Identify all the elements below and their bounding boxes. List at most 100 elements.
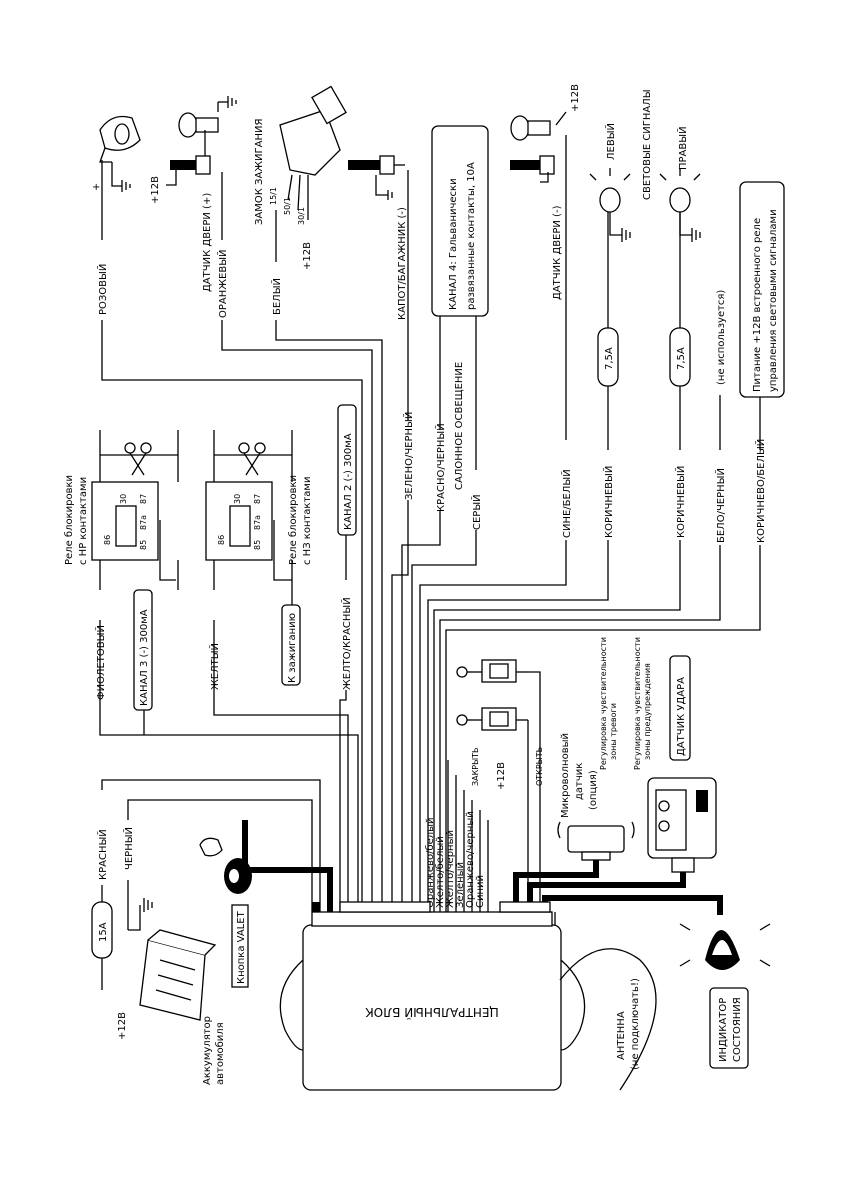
- wire-red-black-label: КРАСНО/ЧЕРНЫЙ: [434, 423, 447, 512]
- wire-white-label: БЕЛЫЙ: [270, 278, 283, 315]
- siren-plus: +: [92, 182, 100, 193]
- hood-trunk-label: КАПОТ/БАГАЖНИК (-): [397, 207, 408, 320]
- wire-yellow-label: ЖЕЛТЫЙ: [208, 643, 221, 690]
- hood-trunk-sensor-icon: [348, 155, 405, 200]
- lock-actuator-icon: [456, 707, 528, 731]
- valet-label: Кнопка VALET: [236, 910, 247, 984]
- wire-brown1-label: КОРИЧНЕВЫЙ: [602, 466, 615, 538]
- channel4-label-1: КАНАЛ 4: Гальванически: [448, 178, 459, 310]
- channel3-box: КАНАЛ 3 (-) 300мА: [133, 589, 153, 711]
- wire-white-black-label: БЕЛО/ЧЕРНЫЙ: [714, 468, 727, 543]
- scissors-icon: [124, 442, 152, 476]
- plus12-d: +12В: [496, 762, 507, 790]
- wire-violet-label: ФИОЛЕТОВЫЙ: [94, 625, 107, 700]
- sens-alarm-label-2: зоны тревоги: [609, 703, 618, 760]
- battery-plus: +12В: [117, 1012, 128, 1040]
- ign-50-label: 50/1: [283, 197, 292, 215]
- relay-no-label-2: с НР контактами: [78, 477, 89, 565]
- microwave-label-2: датчик: [574, 763, 585, 800]
- wire-gray-label: СЕРЫЙ: [470, 494, 483, 530]
- indicator-label-1: ИНДИКАТОР: [718, 998, 729, 1062]
- central-unit-label: ЦЕНТРАЛЬНЫЙ БЛОК: [365, 1005, 499, 1020]
- power-relay-label-2: управления световыми сигналами: [768, 209, 779, 392]
- relay-nc-label-2: с НЗ контактами: [302, 477, 313, 565]
- relay-nc-pin87: 87: [253, 494, 262, 504]
- shock-sensor: [647, 777, 717, 873]
- plus12-c: +12В: [570, 84, 581, 112]
- relay-no-pin86: 86: [103, 535, 112, 545]
- lock-wire-5: Синий: [475, 875, 486, 908]
- connector-block: [312, 901, 551, 913]
- door-sensor-plus-icon: [166, 130, 211, 186]
- power-relay-label-1: Питание +12В встроенного реле: [752, 218, 763, 392]
- salon-light-label: САЛОННОЕ ОСВЕЩЕНИЕ: [454, 362, 465, 490]
- shock-sensor-label-box: ДАТЧИК УДАРА: [669, 655, 691, 761]
- relay-no-pin87a: 87a: [139, 515, 148, 530]
- wire-blue-white-label: СИНЕ/БЕЛЫЙ: [560, 469, 573, 538]
- fuse-75a-2: 7,5А: [669, 327, 691, 387]
- scissors-icon: [238, 442, 266, 476]
- channel2-box: КАНАЛ 2 (-) 300мА: [337, 404, 357, 536]
- ignition-lock-label: ЗАМОК ЗАЖИГАНИЯ: [254, 119, 265, 225]
- door-sensor-minus-label: ДАТЧИК ДВЕРИ (-): [552, 205, 563, 300]
- light-signals-label: СВЕТОВЫЕ СИГНАЛЫ: [642, 89, 653, 200]
- siren-icon: +: [92, 115, 141, 193]
- relay-no-pin30: 30: [119, 494, 128, 504]
- left-light-icon: [589, 168, 631, 242]
- ign-15-label: 15/1: [269, 187, 278, 205]
- central-unit: ЦЕНТРАЛЬНЫЙ БЛОК: [279, 911, 586, 1091]
- channel4-label-2: развязанные контакты, 10А: [466, 162, 477, 310]
- wire-pink-label: РОЗОВЫЙ: [96, 264, 109, 315]
- relay-nc-pin86: 86: [217, 535, 226, 545]
- lock-wire-4: Оранжево/черный: [465, 811, 476, 908]
- fuse-75a-1: 7,5А: [597, 327, 619, 387]
- door-sensor-minus-icon: [510, 155, 555, 183]
- channel3-label: КАНАЛ 3 (-) 300мА: [139, 609, 150, 706]
- lock-wire-labels: Оранжево/белый Желто/белый Желто/черный …: [425, 811, 486, 908]
- left-label: ЛЕВЫЙ: [604, 123, 617, 160]
- indicator-label-box: ИНДИКАТОР СОСТОЯНИЯ: [709, 987, 749, 1069]
- channel2-label: КАНАЛ 2 (-) 300мА: [343, 433, 354, 530]
- relay-no-pin87: 87: [139, 494, 148, 504]
- lock-wire-2: Желто/черный: [445, 830, 456, 908]
- ignition-lock-icon: [279, 85, 347, 220]
- wire-orange-label: ОРАНЖЕВЫЙ: [216, 249, 229, 318]
- wire-brown2-label: КОРИЧНЕВЫЙ: [674, 466, 687, 538]
- door-sensor-plus-label: ДАТЧИК ДВЕРИ (+): [202, 193, 213, 292]
- sens-alarm-label-1: Регулировка чувствительности: [599, 637, 608, 770]
- to-ignition-label: К зажиганию: [287, 613, 298, 683]
- microwave-sensor: [557, 821, 635, 861]
- power-relay-box: Питание +12В встроенного реле управления…: [739, 181, 785, 398]
- ign-30-label: 30/1: [297, 207, 306, 225]
- microwave-label-3: (опция): [588, 770, 599, 810]
- main-fuse-label: 15А: [98, 922, 109, 942]
- not-used-label: (не используется): [716, 290, 727, 385]
- antenna-label-1: АНТЕННА: [616, 1011, 627, 1060]
- wire-black-label: ЧЕРНЫЙ: [122, 827, 135, 870]
- microwave-label-1: Микроволновый: [560, 733, 571, 818]
- wire-brown-white-label: КОРИЧНЕВО/БЕЛЫЙ: [754, 439, 767, 543]
- lock-actuator-icon: [456, 659, 528, 683]
- to-ignition-box: К зажиганию: [281, 604, 301, 686]
- relay-nc-pin87a: 87a: [253, 515, 262, 530]
- relay-no-pin85: 85: [139, 540, 148, 550]
- battery: Аккумулятор автомобиля +12В: [117, 929, 226, 1085]
- main-fuse: 15А: [91, 901, 113, 959]
- indicator-label-2: СОСТОЯНИЯ: [732, 997, 743, 1062]
- ground-icon: [139, 898, 153, 915]
- battery-label-1: Аккумулятор: [202, 1016, 213, 1085]
- plus12-a: +12В: [150, 176, 161, 204]
- relay-nc-label-1: Реле блокировки: [288, 475, 299, 565]
- battery-label-2: автомобиля: [215, 1022, 226, 1085]
- lock-wire-1: Желто/белый: [435, 836, 446, 908]
- sens-warn-label-1: Регулировка чувствительности: [633, 637, 642, 770]
- sens-warn-label-2: зоны предупреждения: [643, 663, 652, 760]
- fuse-75a-1-label: 7,5А: [604, 347, 615, 370]
- plus12-b: +12В: [302, 242, 313, 270]
- open-label: ОТКРЫТЬ: [535, 747, 544, 786]
- relay-nc-pin30: 30: [233, 494, 242, 504]
- channel4-box: КАНАЛ 4: Гальванически развязанные конта…: [431, 125, 489, 317]
- wire-green-black-label: ЗЕЛЕНО/ЧЕРНЫЙ: [402, 412, 415, 500]
- antenna-label-2: (не подключать!): [630, 978, 641, 1070]
